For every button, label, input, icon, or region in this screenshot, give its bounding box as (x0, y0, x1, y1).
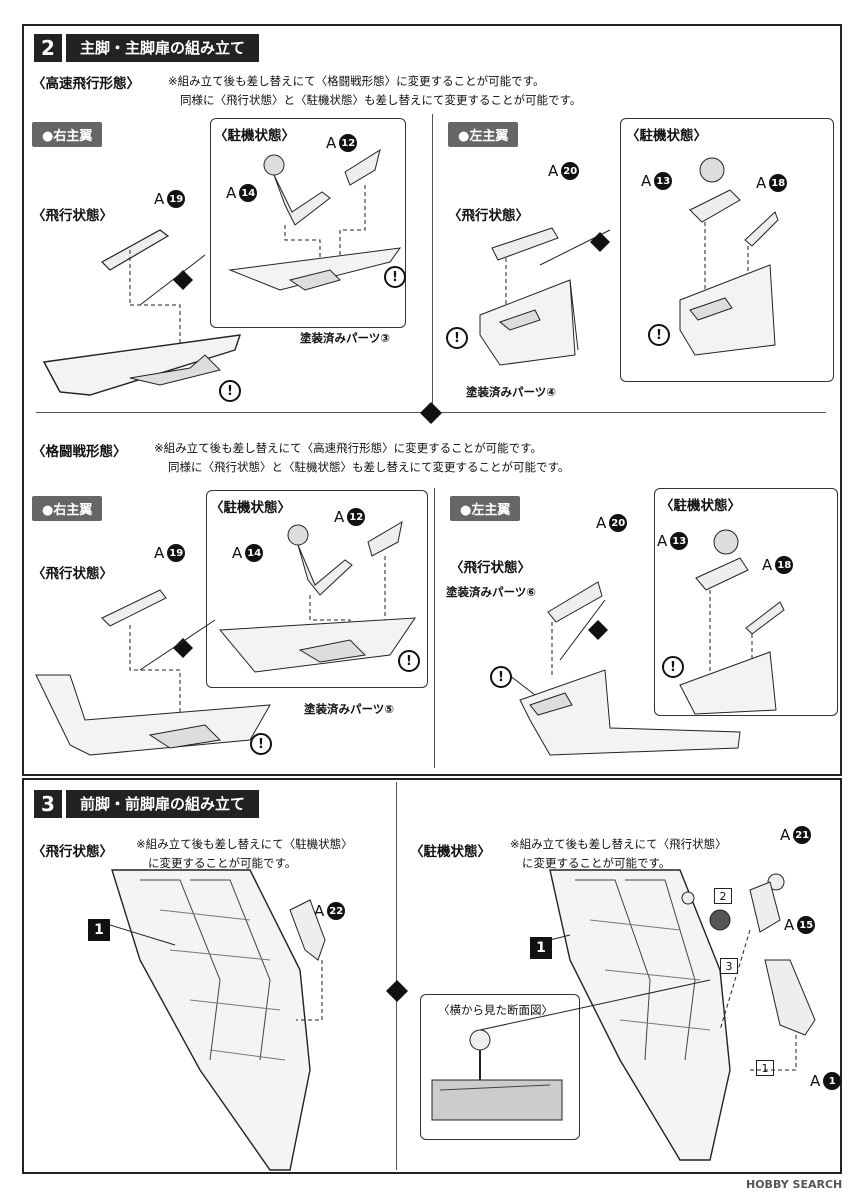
hs-left-warn-2: ! (648, 324, 670, 346)
high-speed-note-1: ※組み立て後も差し替えにて〈格闘戦形態〉に変更することが可能です。 (168, 74, 545, 88)
step2-title: 主脚・主脚扉の組み立て (66, 34, 260, 62)
step3-flight-drawing (109, 869, 326, 1171)
hs-left-parked-state: 〈駐機状態〉 (626, 128, 707, 144)
df-left-flight-state: 〈飛行状態〉 (450, 560, 531, 576)
step3-parked-state: 〈駐機状態〉 (410, 844, 491, 860)
section-view-box (420, 994, 580, 1140)
step3-parked-note-2: に変更することが可能です。 (522, 856, 671, 870)
hs-right-flight-state: 〈飛行状態〉 (32, 208, 113, 224)
df-right-warn-2: ! (398, 650, 420, 672)
step3-header: 3 前脚・前脚扉の組み立て (34, 790, 260, 818)
hs-right-parked-box (210, 118, 406, 328)
df-painted-right: 塗装済みパーツ⑤ (304, 702, 395, 716)
step3-flight-state: 〈飛行状態〉 (32, 844, 113, 860)
df-left-wing-drawing (499, 529, 785, 756)
high-speed-heading: 〈高速飛行形態〉 (32, 76, 140, 92)
dogfight-note-1: ※組み立て後も差し替えにて〈高速飛行形態〉に変更することが可能です。 (154, 441, 542, 455)
df-right-warn-1: ! (250, 733, 272, 755)
hs-painted-left: 塗装済みパーツ④ (466, 385, 557, 399)
high-speed-note-2: 同様に〈飛行状態〉と〈駐機状態〉も差し替えにて変更することが可能です。 (180, 93, 582, 107)
step3-order-3: 3 (720, 958, 738, 974)
hs-right-warn-2: ! (384, 266, 406, 288)
step3-number: 3 (34, 790, 62, 818)
step3-flight-note-2: に変更することが可能です。 (148, 856, 297, 870)
step3-center-divider (396, 782, 397, 1170)
step3-flight-part-1: 1 (88, 919, 110, 941)
df-right-parked-state: 〈駐機状態〉 (210, 500, 291, 516)
df-left-parked-box (654, 488, 838, 716)
middle-orientation-mark (420, 402, 442, 424)
dogfight-heading: 〈格闘戦形態〉 (32, 444, 127, 460)
df-center-divider (434, 488, 435, 768)
hs-right-wing-tag: ●右主翼 (32, 122, 103, 147)
step2-header: 2 主脚・主脚扉の組み立て (34, 34, 260, 62)
step2-number: 2 (34, 34, 62, 62)
hs-left-wing-tag: ●左主翼 (448, 122, 519, 147)
step3-order-2: 2 (714, 888, 732, 904)
df-left-wing-tag: ●左主翼 (450, 496, 521, 521)
hs-painted-right: 塗装済みパーツ③ (300, 331, 391, 345)
step3-parked-drawing (431, 869, 816, 1161)
df-left-parked-state: 〈駐機状態〉 (660, 498, 741, 514)
df-right-parked-box (206, 490, 428, 688)
df-painted-left: 塗装済みパーツ⑥ (446, 585, 537, 599)
watermark: HOBBY SEARCH (746, 1178, 843, 1191)
hs-right-warn-1: ! (219, 380, 241, 402)
step3-parked-part-1: 1 (530, 937, 552, 959)
dogfight-note-2: 同様に〈飛行状態〉と〈駐機状態〉も差し替えにて変更することが可能です。 (168, 460, 570, 474)
df-right-flight-state: 〈飛行状態〉 (32, 566, 113, 582)
df-right-wing-drawing (35, 521, 416, 756)
hs-center-divider (432, 114, 433, 410)
hs-left-wing-drawing (479, 157, 779, 366)
hs-left-flight-state: 〈飛行状態〉 (448, 208, 529, 224)
hs-left-warn-1: ! (446, 327, 468, 349)
hs-right-wing-drawing (42, 148, 402, 396)
step3-title: 前脚・前脚扉の組み立て (66, 790, 260, 818)
df-left-warn-1: ! (490, 666, 512, 688)
step3-flight-note-1: ※組み立て後も差し替えにて〈駐機状態〉 (136, 837, 353, 851)
df-right-wing-tag: ●右主翼 (32, 496, 103, 521)
hs-right-parked-state: 〈駐機状態〉 (214, 128, 295, 144)
df-left-warn-2: ! (662, 656, 684, 678)
step3-order-1: 1 (756, 1060, 774, 1076)
section-view-title: 〈横から見た断面図〉 (438, 1003, 553, 1017)
hs-left-parked-box (620, 118, 834, 382)
step3-parked-note-1: ※組み立て後も差し替えにて〈飛行状態〉 (510, 837, 727, 851)
step3-orientation-mark (386, 980, 408, 1002)
